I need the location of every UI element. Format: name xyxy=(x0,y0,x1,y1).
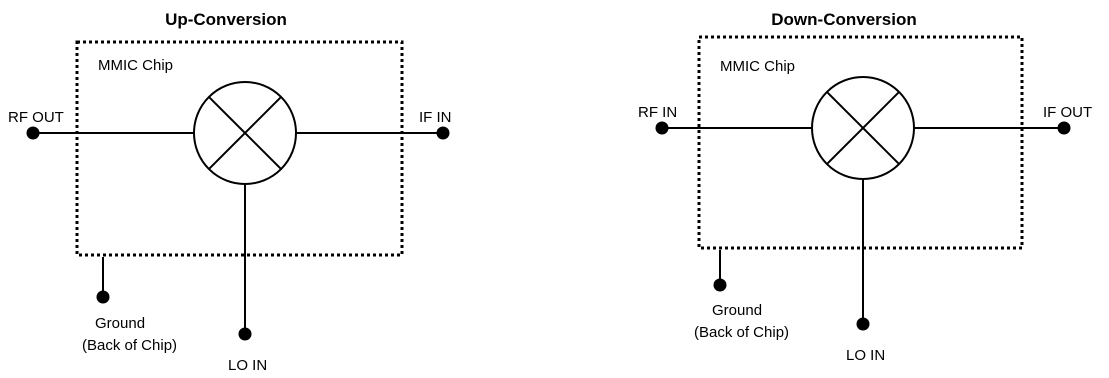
if-in-label: IF IN xyxy=(419,109,452,126)
lo-in-label: LO IN xyxy=(228,357,267,374)
mmic-chip-label: MMIC Chip xyxy=(98,57,173,74)
rf-in-terminal xyxy=(655,121,669,135)
mixer-icon xyxy=(811,76,915,180)
mmic-chip-boundary xyxy=(75,40,404,257)
down-conversion-title: Down-Conversion xyxy=(771,10,916,29)
if-in-terminal xyxy=(436,126,450,140)
ground-sublabel: (Back of Chip) xyxy=(694,324,789,341)
rf-in-label: RF IN xyxy=(638,104,677,121)
ground-terminal xyxy=(96,290,110,304)
down-conversion-diagram: Down-Conversion MMIC Chip RF IN IF OUT L… xyxy=(638,10,1092,364)
mixer-icon xyxy=(193,81,297,185)
rf-out-label: RF OUT xyxy=(8,109,64,126)
up-conversion-diagram: Up-Conversion MMIC Chip RF OUT IF IN LO … xyxy=(8,10,452,374)
ground-terminal xyxy=(713,278,727,292)
lo-in-terminal xyxy=(856,317,870,331)
ground-label: Ground xyxy=(95,315,145,332)
lo-in-label: LO IN xyxy=(846,347,885,364)
if-out-label: IF OUT xyxy=(1043,104,1092,121)
if-out-terminal xyxy=(1057,121,1071,135)
ground-label: Ground xyxy=(712,302,762,319)
mmic-chip-boundary xyxy=(697,35,1024,250)
lo-in-terminal xyxy=(238,327,252,341)
up-conversion-title: Up-Conversion xyxy=(165,10,287,29)
rf-out-terminal xyxy=(26,126,40,140)
ground-sublabel: (Back of Chip) xyxy=(82,337,177,354)
mmic-chip-label: MMIC Chip xyxy=(720,58,795,75)
